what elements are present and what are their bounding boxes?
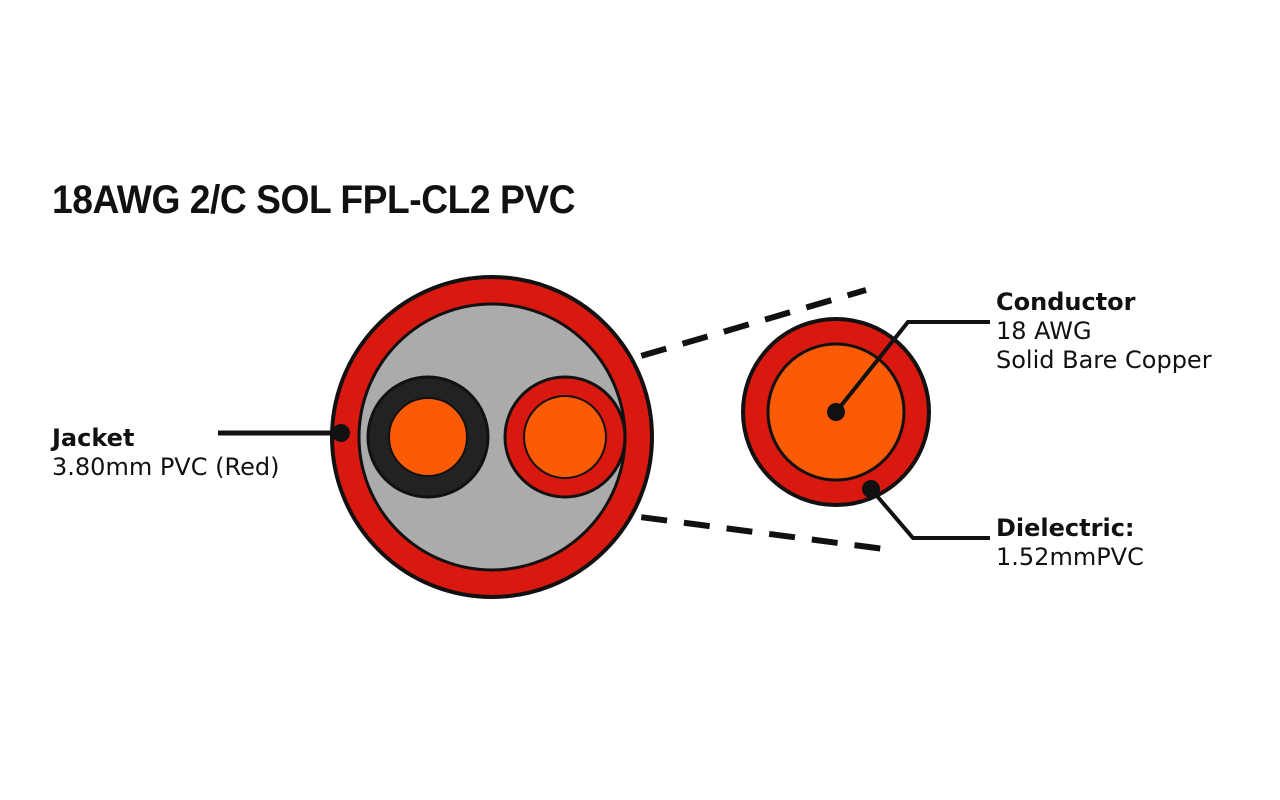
conductor-unit-right [503, 375, 627, 499]
page-title: 18AWG 2/C SOL FPL-CL2 PVC [52, 178, 576, 222]
callout-conductor-title: Conductor [996, 288, 1136, 316]
conductor-left-core [388, 397, 468, 477]
conductor-leader-dot [827, 403, 845, 421]
main-cross-section [330, 275, 654, 599]
callout-dielectric: Dielectric: 1.52mmPVC [996, 514, 1144, 572]
callout-dielectric-detail-1: 1.52mmPVC [996, 543, 1144, 571]
jacket-leader-dot [332, 424, 350, 442]
conductor-right-core [523, 395, 607, 479]
callout-conductor: Conductor 18 AWG Solid Bare Copper [996, 288, 1212, 375]
callout-jacket-title: Jacket [52, 424, 135, 452]
upper-expansion-line [599, 287, 867, 371]
callout-dielectric-title: Dielectric: [996, 514, 1135, 542]
conductor-unit-left [366, 375, 490, 499]
leader-lines [218, 320, 990, 540]
dielectric-leader-dot [862, 480, 880, 498]
callout-jacket: Jacket 3.80mm PVC (Red) [52, 424, 279, 482]
callout-jacket-detail-1: 3.80mm PVC (Red) [52, 453, 280, 481]
callout-conductor-detail-2: Solid Bare Copper [996, 346, 1212, 374]
callout-conductor-detail-1: 18 AWG [996, 317, 1092, 345]
dielectric-leader-line [869, 487, 990, 540]
conductor-leader-line [834, 320, 990, 414]
